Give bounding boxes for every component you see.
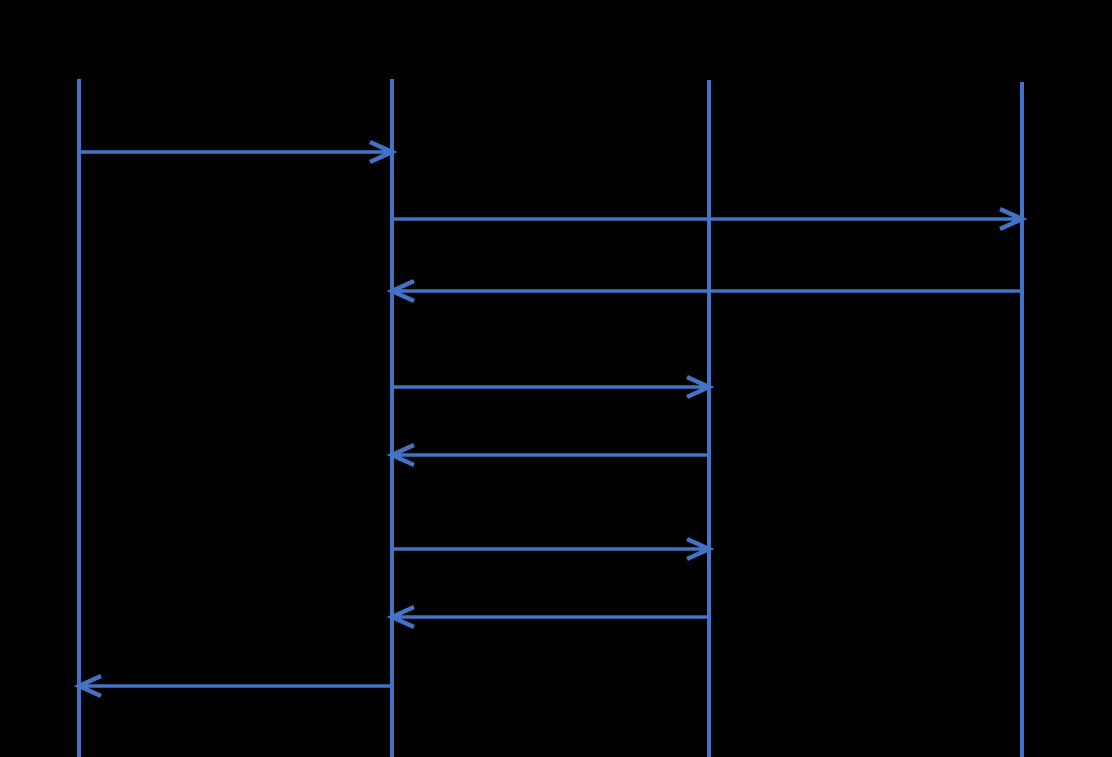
arrowhead-icon	[386, 604, 415, 630]
message-arrow-5	[386, 442, 709, 468]
arrowhead-icon	[386, 442, 415, 468]
arrowhead-icon	[686, 374, 715, 400]
arrowhead-icon	[686, 536, 715, 562]
arrowhead-icon	[369, 139, 398, 165]
message-arrow-4	[392, 374, 715, 400]
arrowhead-icon	[999, 206, 1028, 232]
message-arrow-7	[386, 604, 709, 630]
message-arrow-8	[73, 673, 392, 699]
arrowhead-icon	[73, 673, 102, 699]
message-arrow-2	[392, 206, 1028, 232]
message-arrow-3	[386, 278, 1022, 304]
message-arrow-6	[392, 536, 715, 562]
message-arrow-1	[79, 139, 398, 165]
arrowhead-icon	[386, 278, 415, 304]
